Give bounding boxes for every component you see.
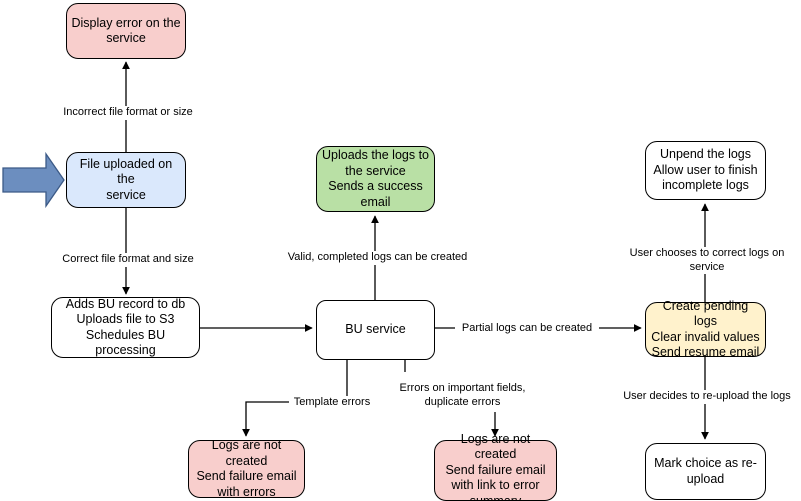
edge-label-valid-completed-logs: Valid, completed logs can be created [283, 251, 472, 265]
node-bu-service[interactable]: BU service [316, 300, 435, 360]
node-adds-bu-record[interactable]: Adds BU record to db Uploads file to S3 … [51, 297, 200, 358]
edge-label-partial-logs: Partial logs can be created [455, 322, 599, 336]
node-unpend-logs[interactable]: Unpend the logs Allow user to finish inc… [645, 141, 766, 200]
node-uploads-logs-success[interactable]: Uploads the logs to the service Sends a … [316, 146, 435, 212]
edge-label-user-corrects-logs: User chooses to correct logs on service [609, 247, 801, 274]
node-logs-not-created-error-summary[interactable]: Logs are not created Send failure email … [434, 432, 557, 501]
edge-label-errors-important-fields: Errors on important fields, duplicate er… [395, 382, 530, 409]
node-create-pending-logs[interactable]: Create pending logs Clear invalid values… [645, 299, 766, 359]
node-file-uploaded-on-service[interactable]: File uploaded on the service [66, 152, 186, 208]
node-mark-choice-as-reupload[interactable]: Mark choice as re- upload [645, 443, 766, 500]
node-display-error[interactable]: Display error on the service [66, 3, 186, 59]
entry-block-arrow-icon [2, 151, 65, 209]
node-logs-not-created-template-errors[interactable]: Logs are not created Send failure email … [188, 438, 305, 499]
edge-label-correct-file-format: Correct file format and size [56, 253, 200, 267]
edge-label-user-reupload: User decides to re-upload the logs [617, 390, 797, 404]
edge-label-incorrect-file-format: Incorrect file format or size [56, 106, 200, 120]
edge-label-template-errors: Template errors [289, 396, 375, 410]
